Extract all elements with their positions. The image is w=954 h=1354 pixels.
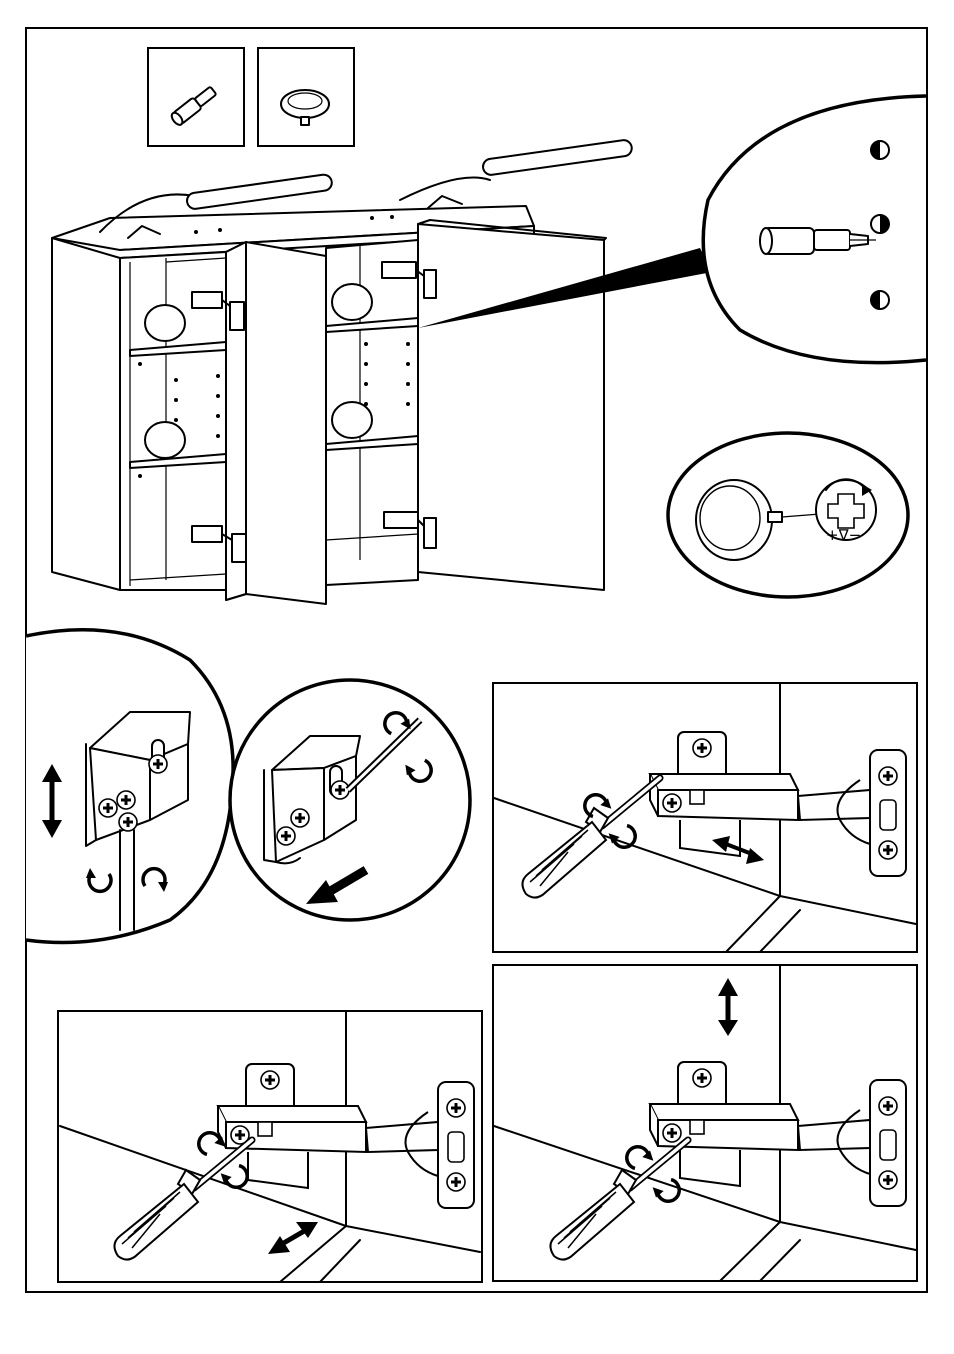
hinge-small-4 (383, 511, 437, 549)
parts-box-knob (257, 47, 355, 147)
knob-4 (331, 401, 373, 439)
up-down-arrow-icon (718, 978, 738, 1036)
screwdriver-icon (119, 829, 135, 931)
adjust-symbol: +∇− (826, 526, 861, 544)
hinge-release-detail (228, 678, 472, 922)
hinge-depth-adjust (492, 682, 918, 953)
knob-1 (144, 304, 186, 342)
parts-box-pin (147, 47, 245, 147)
knob-2 (144, 421, 186, 459)
up-down-arrow-icon (42, 764, 62, 838)
lamp-right (399, 139, 633, 209)
pin-hole-icons (870, 140, 890, 310)
hinge-height-adjust (492, 964, 918, 1282)
pin-detail (701, 94, 927, 365)
lamp-left (99, 173, 333, 239)
door-knob-icon (280, 89, 330, 126)
left-right-arrow-icon (712, 836, 764, 864)
right-door (417, 223, 605, 591)
left-right-arrow-icon (268, 1222, 318, 1254)
hinge-clip-detail (25, 628, 235, 945)
shelf-support-pin-icon (170, 86, 217, 126)
zoom-pointer (418, 248, 712, 328)
diagonal-arrow-icon (306, 866, 369, 904)
mirror-cabinet (51, 139, 633, 605)
shelf-support-pin-icon (759, 227, 876, 255)
knob-3 (331, 283, 373, 321)
knob-detail: +∇− (666, 431, 910, 599)
hinge-small-1 (191, 291, 245, 331)
hinge-small-2 (191, 525, 247, 563)
hinge-side-adjust (57, 1010, 483, 1283)
hinge-small-3 (381, 261, 437, 299)
